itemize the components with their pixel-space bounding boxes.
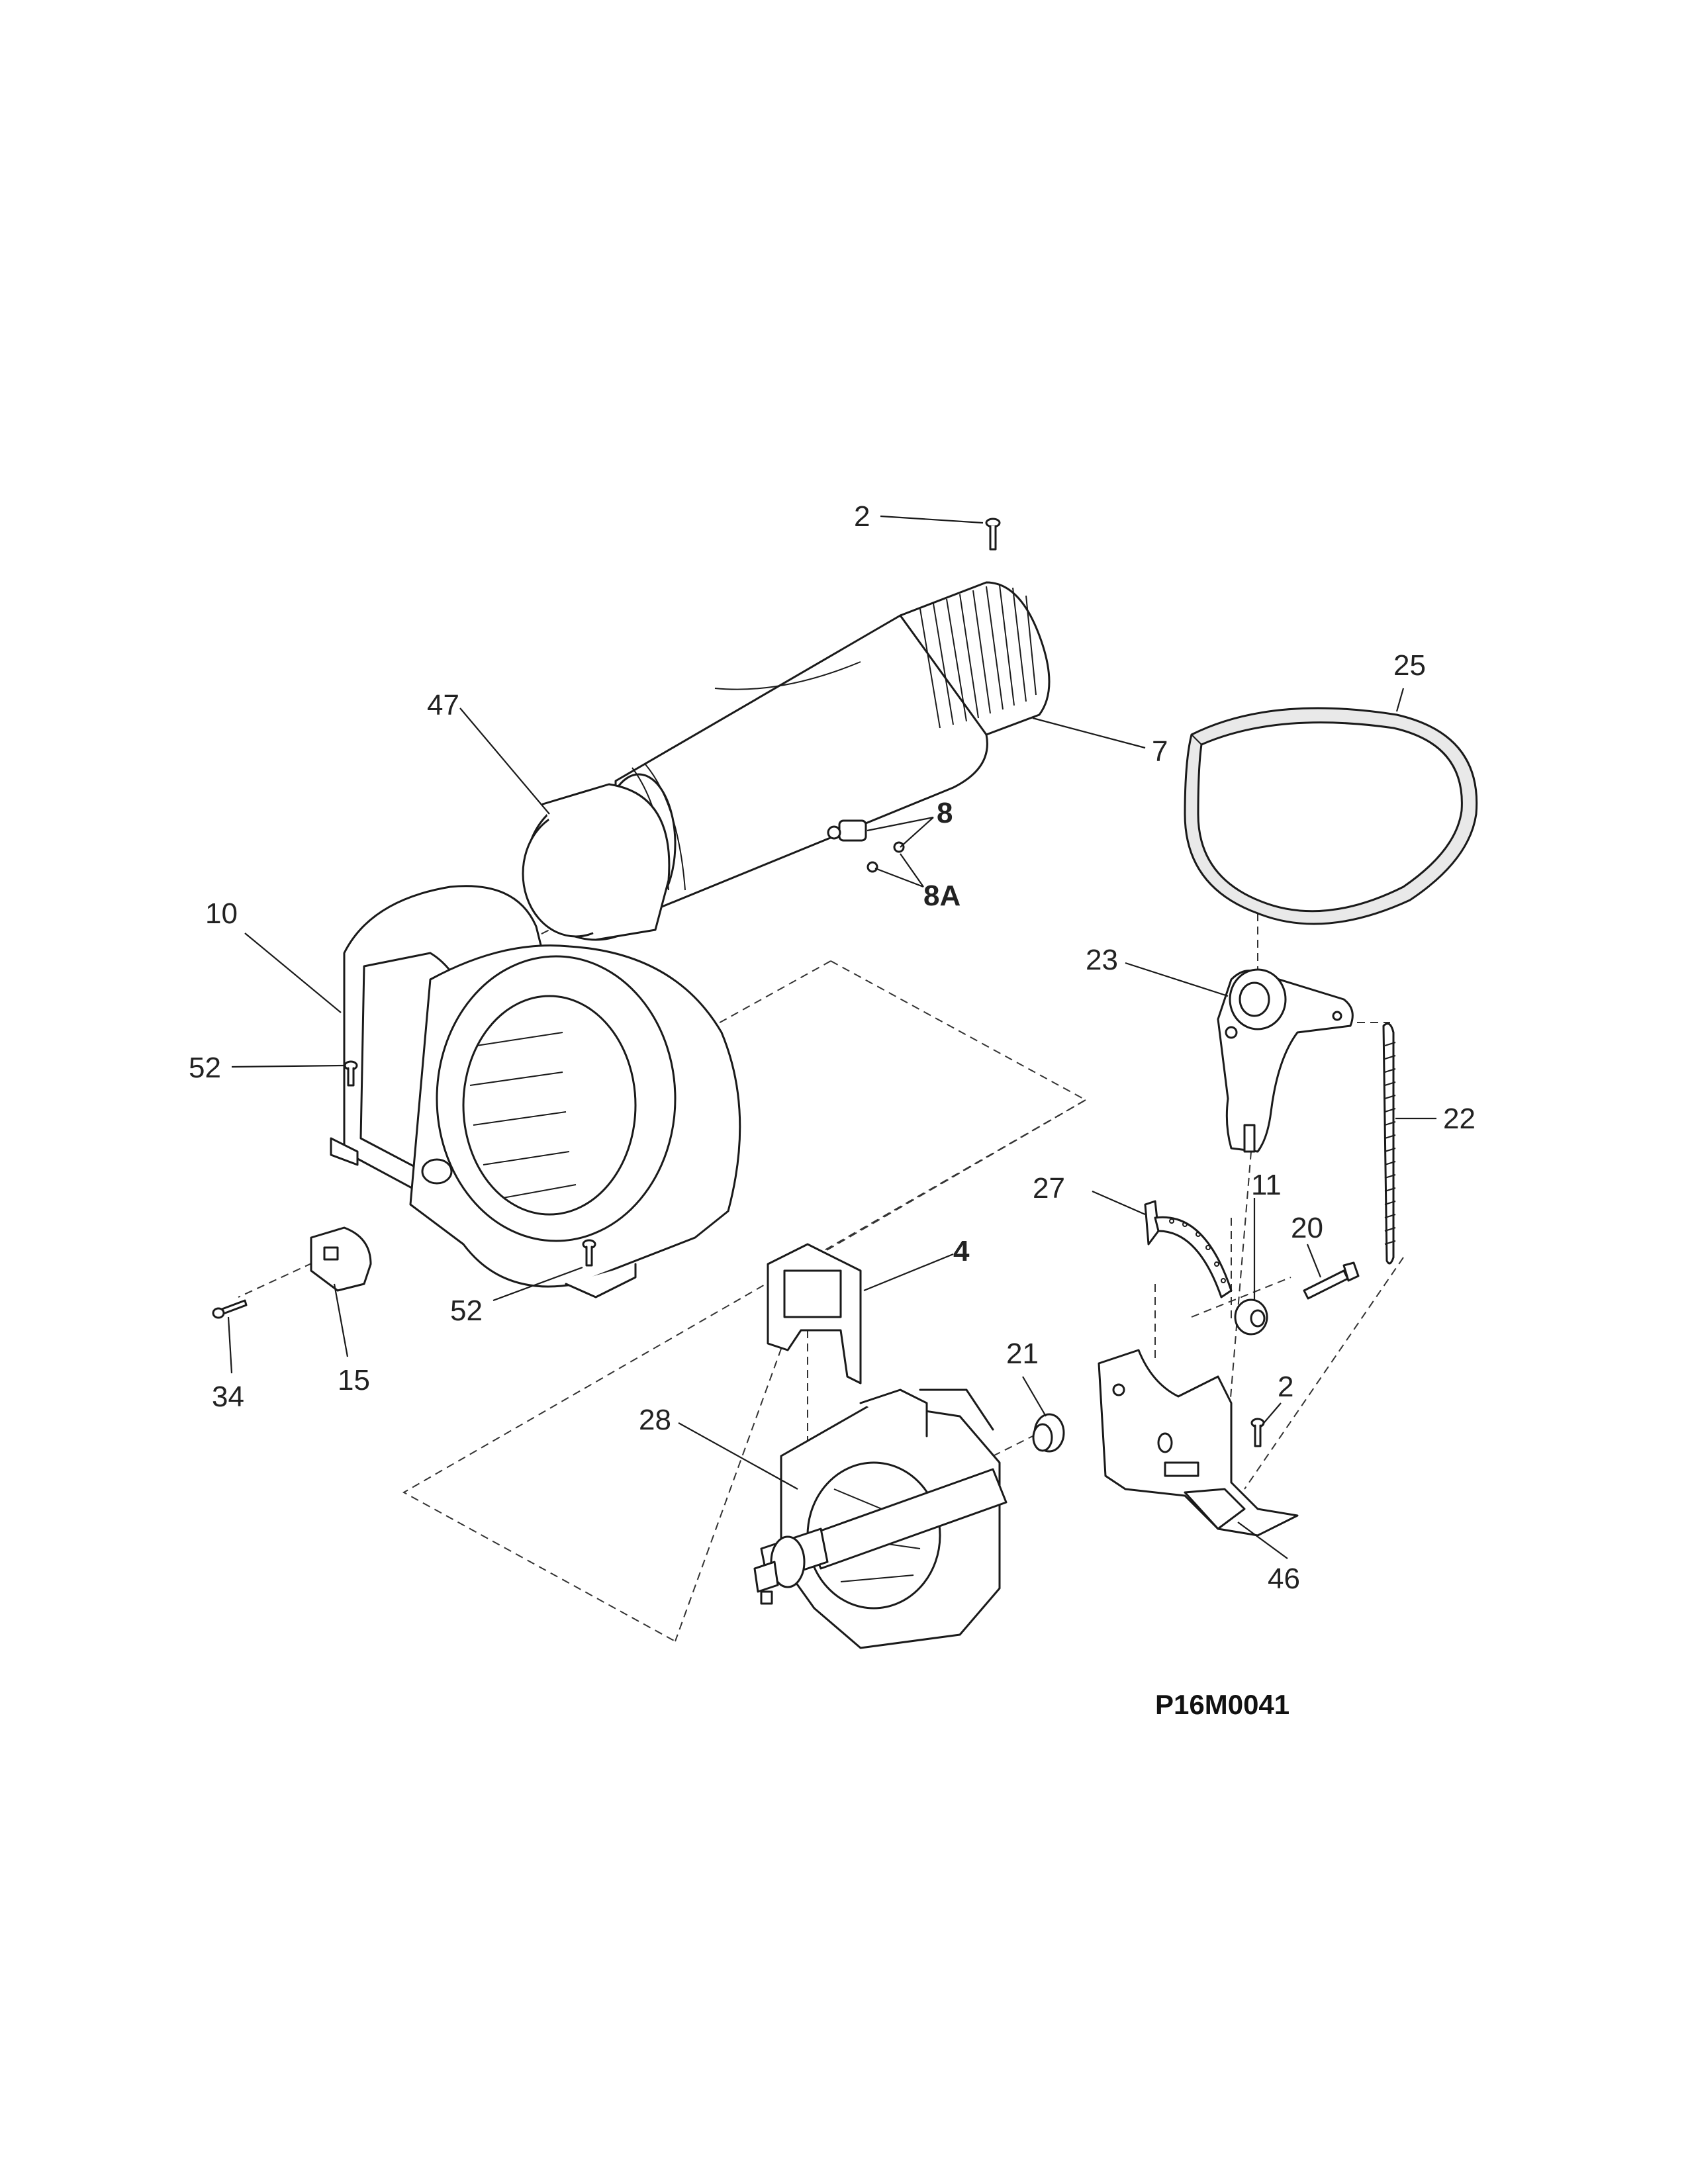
callout-11: 11 — [1251, 1169, 1282, 1201]
callout-52-bottom: 52 — [450, 1295, 483, 1327]
callout-27: 27 — [1033, 1172, 1065, 1205]
part-23-idler-arm — [1217, 968, 1354, 1153]
diagram-id: P16M0041 — [1155, 1689, 1289, 1720]
callout-7: 7 — [1152, 735, 1168, 768]
callout-8a: 8A — [923, 880, 961, 912]
part-27-clip — [1144, 1200, 1233, 1298]
callout-52-left: 52 — [189, 1052, 221, 1084]
callout-28: 28 — [639, 1404, 671, 1436]
part-28-motor — [753, 1388, 1008, 1649]
callout-22: 22 — [1443, 1103, 1476, 1135]
callout-8: 8 — [937, 797, 953, 829]
part-15-switch — [310, 1226, 372, 1292]
part-52-screw-left — [344, 1060, 358, 1087]
callout-23: 23 — [1086, 944, 1118, 976]
callout-25: 25 — [1393, 649, 1426, 682]
part-47-ring-seal — [522, 783, 671, 941]
part-52-screw-bottom — [582, 1239, 596, 1267]
part-2-screw-right — [1250, 1418, 1265, 1447]
part-34-screw — [212, 1299, 248, 1319]
callout-20: 20 — [1291, 1212, 1323, 1244]
part-21-pulley — [1032, 1413, 1065, 1453]
callout-2-right: 2 — [1278, 1371, 1293, 1403]
part-2-screw-top — [985, 518, 1001, 551]
part-22-spring — [1382, 1023, 1396, 1265]
callout-21: 21 — [1006, 1338, 1039, 1370]
callout-46: 46 — [1268, 1563, 1300, 1595]
callout-10: 10 — [205, 897, 238, 930]
part-4-bracket — [767, 1243, 862, 1385]
part-10-blower-housing — [330, 885, 741, 1298]
leader-lines — [227, 515, 1436, 1559]
part-46-mount-bracket — [1098, 1349, 1299, 1537]
callout-2-top: 2 — [854, 500, 870, 533]
part-8-thermostat — [827, 819, 905, 873]
part-20-bolt — [1303, 1261, 1360, 1300]
callout-34: 34 — [212, 1381, 244, 1413]
part-25-belt — [1184, 707, 1478, 925]
part-11-bushing — [1234, 1298, 1268, 1336]
callout-47: 47 — [427, 689, 459, 721]
callout-labels: 2 47 7 8 8A 25 10 52 23 22 11 27 20 4 52… — [189, 500, 1476, 1595]
callout-15: 15 — [338, 1364, 370, 1396]
callout-4: 4 — [953, 1235, 970, 1267]
